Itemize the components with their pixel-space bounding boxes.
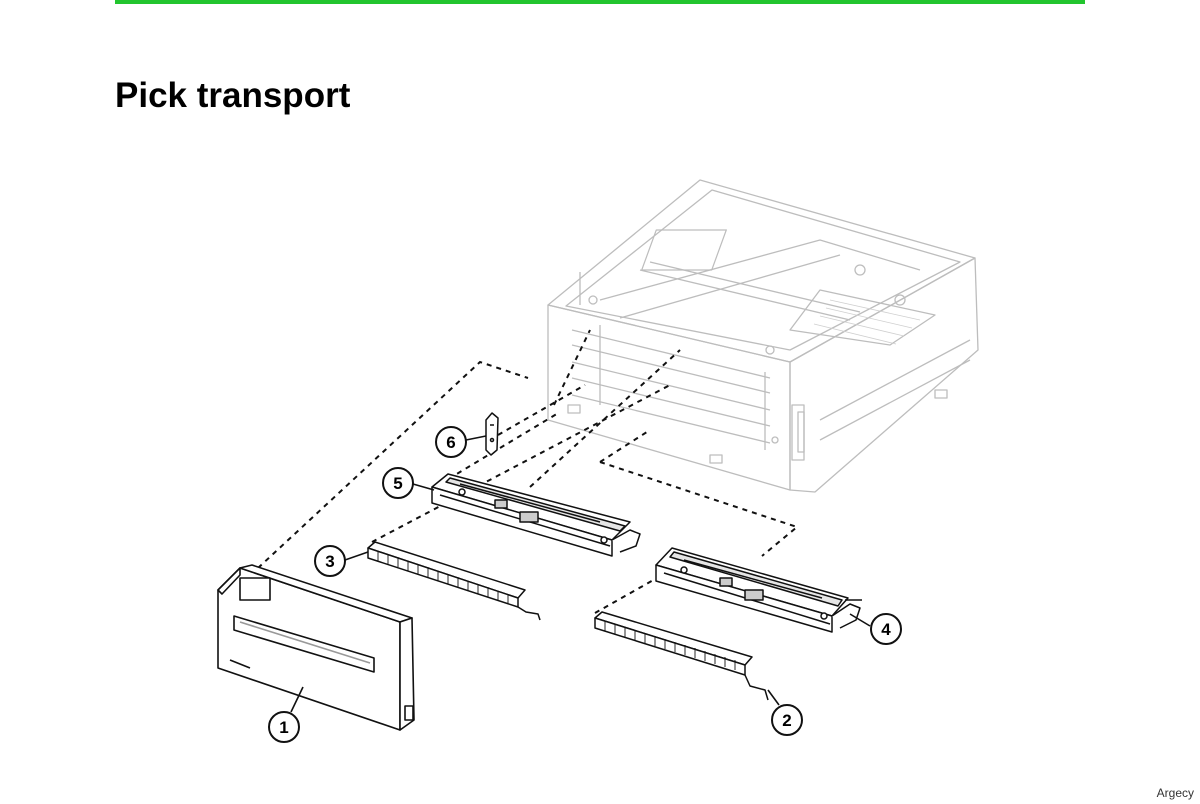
part-3-roller-strip: [367, 541, 541, 621]
part-2-roller-strip: [594, 611, 769, 701]
svg-text:6: 6: [446, 433, 455, 452]
page-title: Pick transport: [115, 76, 351, 115]
callout-4: 4: [870, 613, 902, 645]
callout-1: 1: [268, 711, 300, 743]
callout-stubs: [290, 435, 871, 713]
callout-6: 6: [435, 426, 467, 458]
callout-5: 5: [382, 467, 414, 499]
svg-text:4: 4: [881, 620, 891, 639]
part-5-pick-transport: [431, 473, 641, 557]
part-6-bracket: [485, 412, 499, 456]
callout-2: 2: [771, 704, 803, 736]
part-4-pick-transport: [655, 547, 862, 633]
svg-text:2: 2: [782, 711, 791, 730]
svg-text:5: 5: [393, 474, 402, 493]
svg-text:1: 1: [279, 718, 288, 737]
callout-3: 3: [314, 545, 346, 577]
part-1-tray-cover: [217, 564, 415, 731]
top-accent-rule: [115, 0, 1085, 4]
svg-text:3: 3: [325, 552, 334, 571]
watermark: Argecy: [1156, 786, 1194, 800]
printer-frame: [547, 179, 979, 493]
